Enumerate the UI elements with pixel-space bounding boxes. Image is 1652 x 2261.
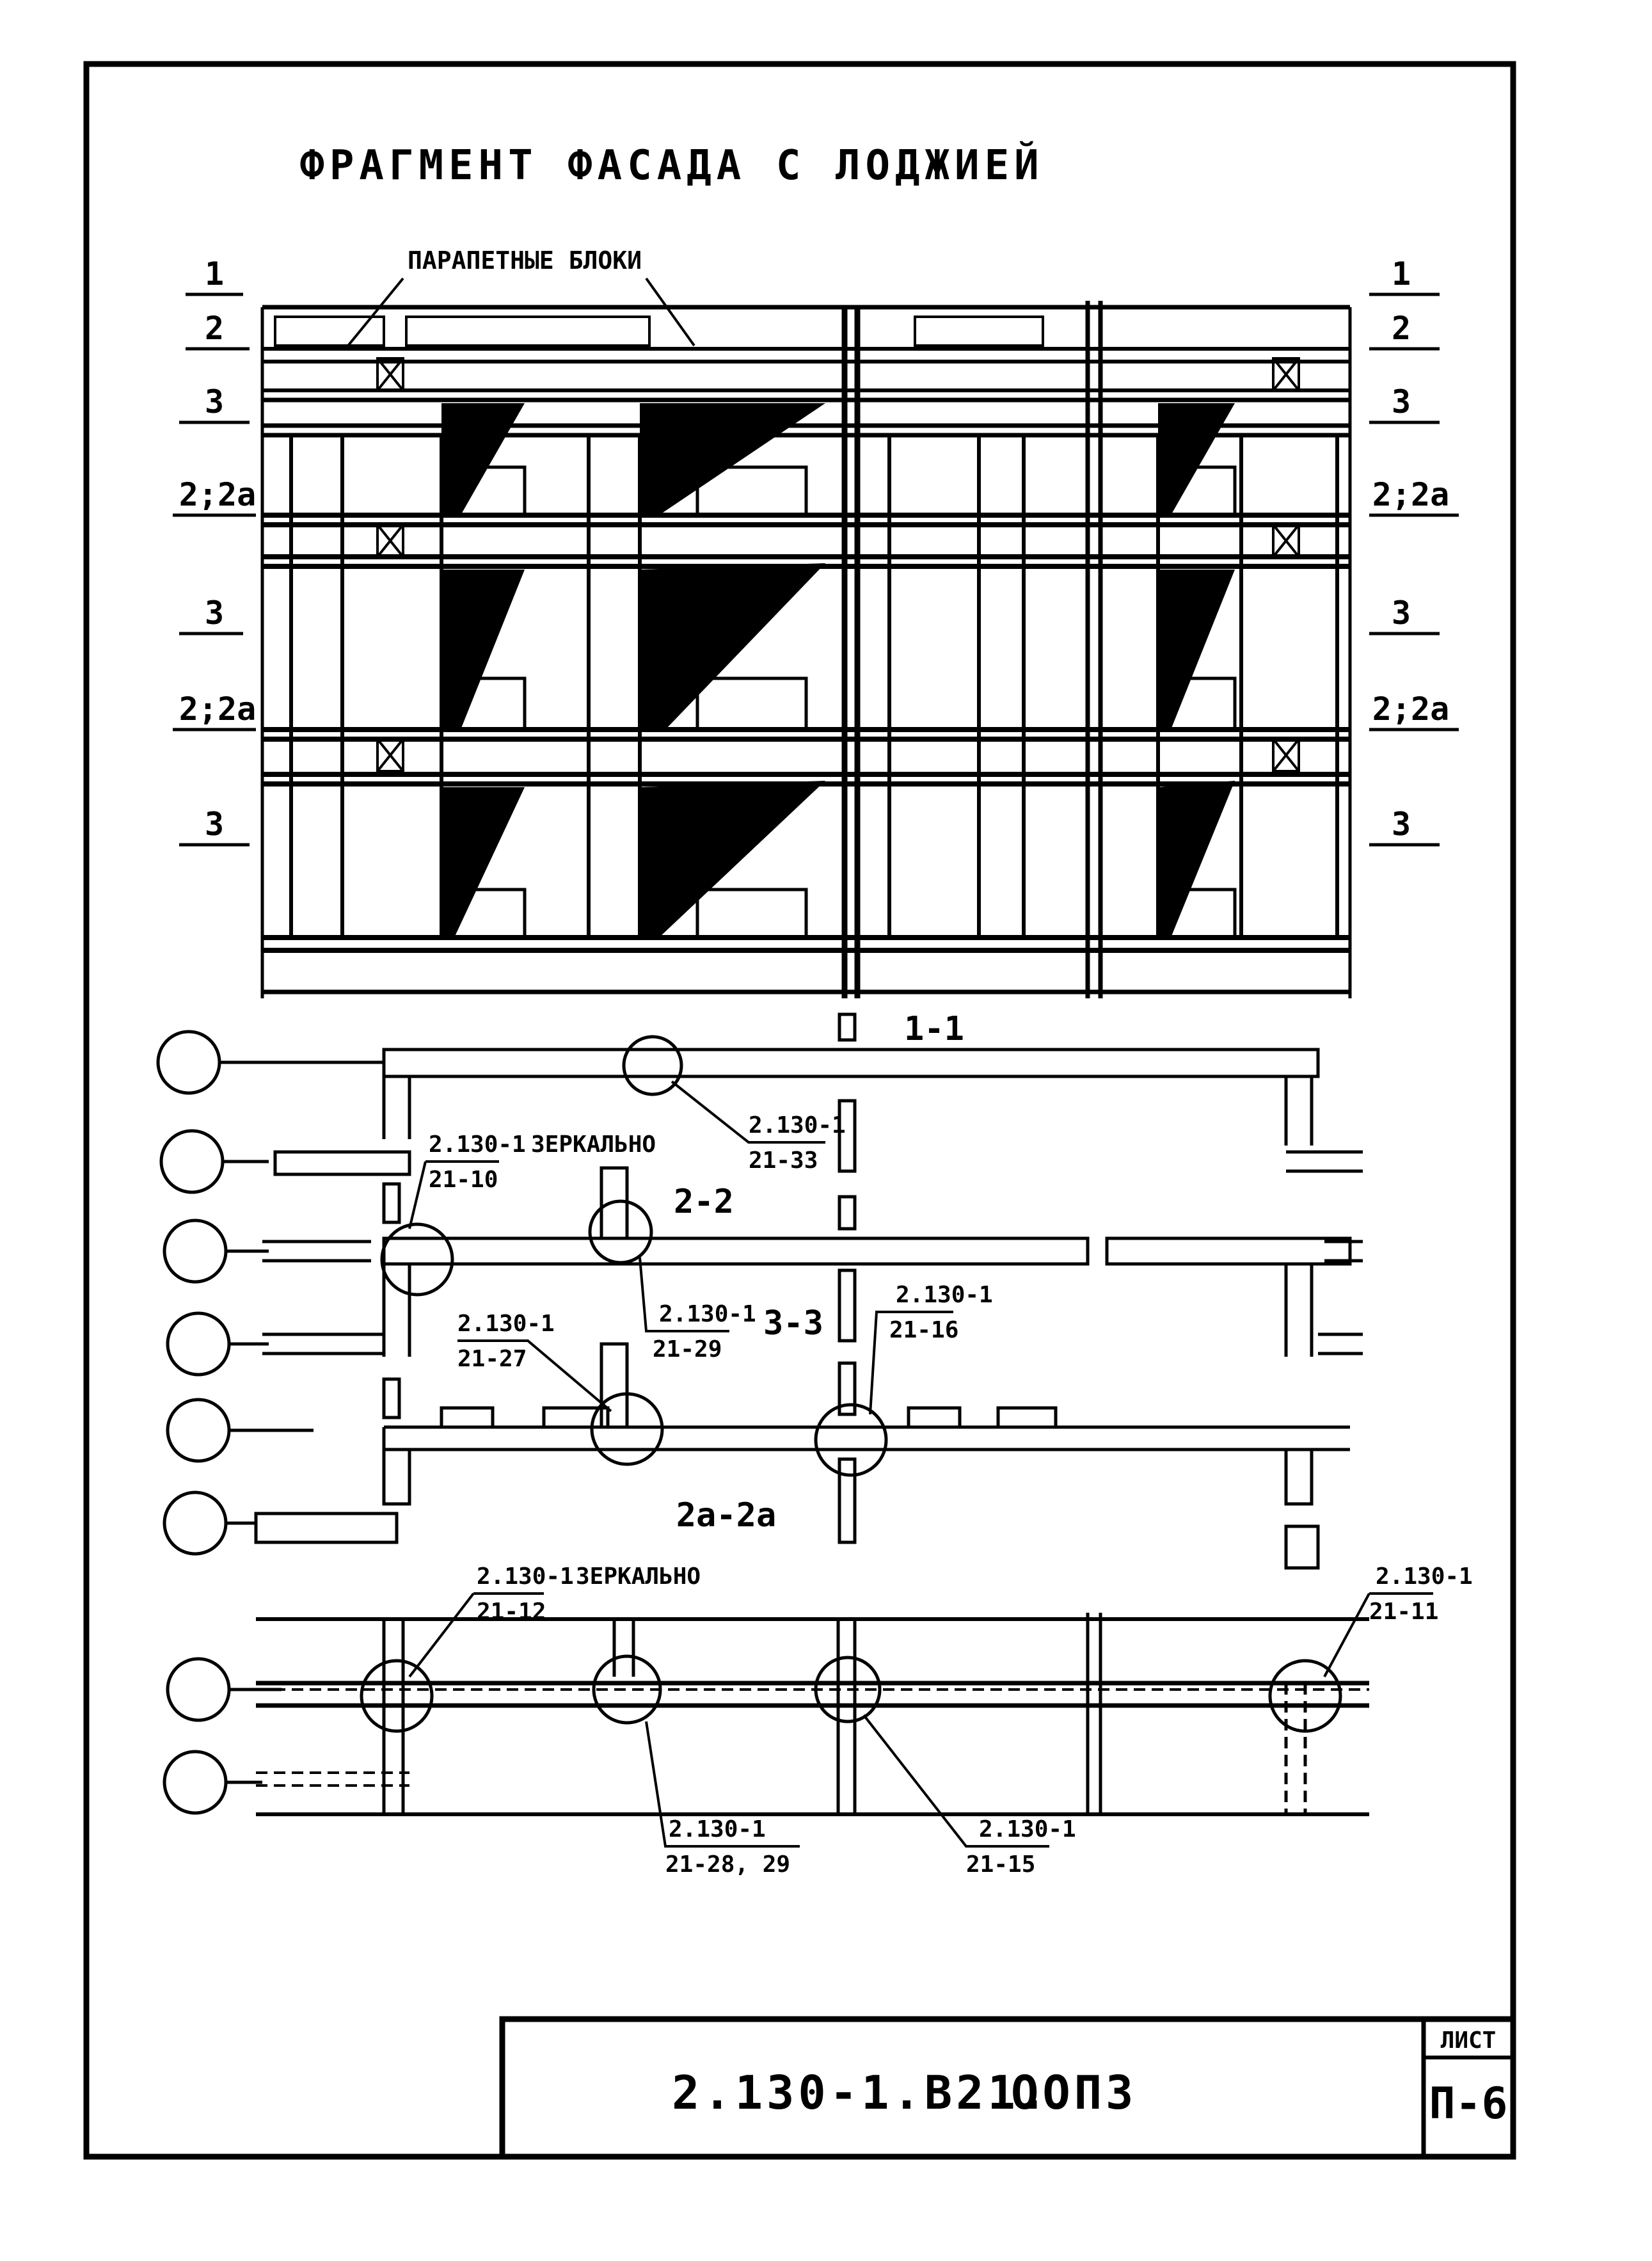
section-label: 1-1: [904, 1010, 964, 1048]
section-1-1: [273, 1012, 1363, 1176]
level-marks-left: 1 2 3 2;2a 3 2;2a 3: [173, 255, 256, 847]
callout-sheet: 21-28, 29: [665, 1851, 790, 1878]
level-marks-right: 1 2 3 2;2a 3 2;2a 3: [1369, 255, 1459, 847]
level-mark-left: 2;2a: [179, 476, 256, 513]
bottom-plan: [256, 1613, 1369, 1816]
level-mark-right: 2;2a: [1372, 476, 1449, 513]
callout-note: ЗЕРКАЛЬНО: [576, 1563, 701, 1590]
callouts: 2.130-1 21-33 2.130-1 ЗЕРКАЛЬНО 21-10 2.…: [429, 1112, 1473, 1878]
callout-ref: 2.130-1: [669, 1816, 766, 1842]
level-mark-right: 3: [1392, 806, 1411, 843]
callout-note: ЗЕРКАЛЬНО: [531, 1131, 656, 1158]
callout-sheet: 21-27: [457, 1346, 527, 1372]
level-mark-left: 1: [205, 255, 224, 292]
section-label: 2a-2a: [676, 1496, 777, 1535]
level-mark-right: 1: [1392, 255, 1411, 292]
callout-sheet: 21-10: [429, 1167, 498, 1193]
callout-sheet: 21-11: [1369, 1599, 1438, 1625]
level-mark-right: 3: [1392, 383, 1411, 420]
title-block-suffix: ООП3: [1011, 2066, 1137, 2120]
level-mark-right: 3: [1392, 595, 1411, 632]
callout-sheet: 21-16: [889, 1317, 958, 1343]
drawing-title: ФРАГМЕНТ ФАСАДА С ЛОДЖИЕЙ: [299, 141, 1044, 189]
level-mark-left: 2: [205, 310, 224, 347]
title-block-sheet-number: П-6: [1429, 2079, 1508, 2129]
title-block-sheet-label: ЛИСТ: [1441, 2027, 1497, 2054]
section-3-3: [254, 1342, 1350, 1570]
callout-ref: 2.130-1: [429, 1131, 526, 1158]
section-label: 3-3: [763, 1304, 823, 1343]
parapet-label: ПАРАПЕТНЫЕ БЛОКИ: [408, 246, 642, 275]
callout-leaders: [408, 1080, 1433, 1848]
level-mark-left: 3: [205, 806, 224, 843]
callout-ref: 2.130-1: [896, 1282, 993, 1308]
callout-sheet: 21-15: [966, 1851, 1035, 1878]
title-block: 2.130-1.В21. ООП3 ЛИСТ П-6: [499, 2016, 1516, 2160]
axis-bubbles: [156, 1030, 384, 1815]
callout-sheet: 21-12: [477, 1599, 546, 1625]
callout-sheet: 21-29: [653, 1336, 722, 1362]
callout-ref: 2.130-1: [979, 1816, 1076, 1842]
callout-ref: 2.130-1: [659, 1301, 756, 1327]
callout-ref: 2.130-1: [457, 1311, 555, 1337]
callout-ref: 2.130-1: [749, 1112, 846, 1138]
facade-elevation: [260, 301, 1352, 998]
level-mark-right: 2: [1392, 310, 1411, 347]
callout-sheet: 21-33: [749, 1147, 818, 1174]
parapet-leader: [344, 277, 695, 350]
callout-ref: 2.130-1: [477, 1563, 574, 1590]
title-block-code: 2.130-1.В21.: [672, 2066, 1051, 2120]
callout-ref: 2.130-1: [1376, 1563, 1473, 1590]
level-mark-left: 3: [205, 383, 224, 420]
level-mark-right: 2;2a: [1372, 691, 1449, 728]
section-label: 2-2: [674, 1183, 734, 1221]
detail-circles: [360, 1035, 1342, 1733]
level-mark-left: 2;2a: [179, 691, 256, 728]
level-mark-left: 3: [205, 595, 224, 632]
